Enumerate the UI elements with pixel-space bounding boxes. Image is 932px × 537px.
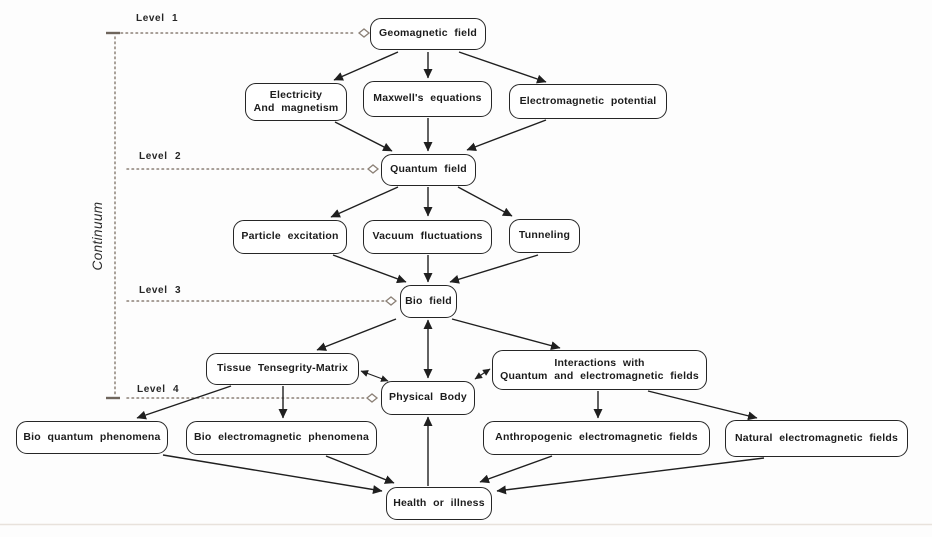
node-geomagnetic-field: Geomagnetic field (370, 18, 486, 50)
arrow-quantum-to-tunneling (457, 186, 513, 217)
node-bio-electromagnetic-phenomena: Bio electromagnetic phenomena (186, 421, 377, 455)
arrow-bioelectromagnetic-to-health (325, 455, 395, 484)
continuum-axis-label: Continuum (90, 201, 105, 271)
level-4-label: Level 4 (137, 384, 180, 395)
arrow-interactions-to-natural (647, 390, 758, 421)
arrow-biofield-to-tissue (316, 318, 397, 351)
node-interactions-with-fields: Interactions with Quantum and electromag… (492, 350, 707, 390)
arrow-quantum-to-particle (330, 186, 399, 218)
node-quantum-field: Quantum field (381, 154, 476, 186)
arrow-particle-to-biofield (332, 254, 407, 284)
arrow-natural-to-health (496, 457, 765, 495)
node-physical-body: Physical Body (381, 381, 475, 415)
node-vacuum-fluctuations: Vacuum fluctuations (363, 220, 492, 254)
node-maxwells-equations: Maxwell's equations (363, 81, 492, 117)
node-tissue-tensegrity-matrix: Tissue Tensegrity-Matrix (206, 353, 359, 385)
level-2-label: Level 2 (139, 151, 182, 162)
node-health-or-illness: Health or illness (386, 487, 492, 520)
level-3-label: Level 3 (139, 285, 182, 296)
arrow-anthropogenic-to-health (479, 455, 553, 484)
node-bio-quantum-phenomena: Bio quantum phenomena (16, 421, 168, 454)
level-2-diamond (366, 164, 380, 174)
arrow-geomagnetic-to-em-potential (458, 51, 547, 84)
level-1-diamond (357, 28, 371, 38)
arrow-biofield-to-interactions (451, 318, 561, 351)
level-3-diamond (384, 296, 398, 306)
node-electromagnetic-potential: Electromagnetic potential (509, 84, 667, 119)
arrow-geomagnetic-to-electricity (333, 51, 399, 81)
node-electricity-and-magnetism: Electricity And magnetism (245, 83, 347, 121)
node-bio-field: Bio field (400, 285, 457, 318)
arrow-em-potential-to-quantum (466, 119, 547, 152)
node-anthropogenic-emf: Anthropogenic electromagnetic fields (483, 421, 710, 455)
arrow-electricity-to-quantum (334, 121, 393, 152)
arrow-bioquantum-to-health (162, 454, 383, 494)
node-tunneling: Tunneling (509, 219, 580, 253)
arrow-physicalbody-interactions-bidirectional (474, 368, 491, 380)
arrow-tissue-to-bioquantum (136, 385, 232, 420)
level-1-label: Level 1 (136, 13, 179, 24)
arrow-tissue-physicalbody-bidirectional (360, 370, 389, 382)
node-particle-excitation: Particle excitation (233, 220, 347, 254)
level-4-diamond (365, 393, 379, 403)
arrow-tunneling-to-biofield (449, 254, 539, 284)
node-natural-emf: Natural electromagnetic fields (725, 420, 908, 457)
